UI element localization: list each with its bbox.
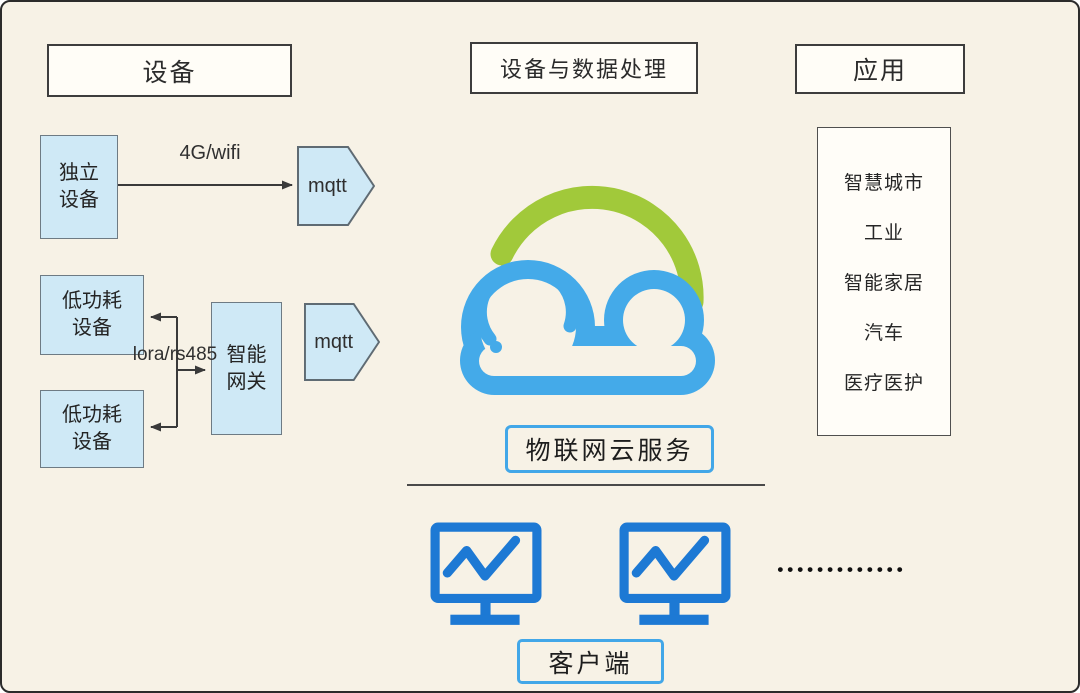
standalone-device-box: 独立 设备 [40, 135, 118, 239]
mqtt-node-2: mqtt [304, 302, 380, 382]
client-badge: 客户端 [517, 639, 664, 684]
separator-line [407, 484, 765, 486]
low-power-device-box-2: 低功耗 设备 [40, 390, 144, 468]
mqtt-label-1: mqtt [307, 174, 347, 197]
header-devices: 设备 [47, 44, 292, 97]
label-lora-rs485: lora/rs485 [132, 344, 218, 365]
app-item-medical: 医疗医护 [843, 373, 924, 394]
applications-panel: 智慧城市 工业 智能家居 汽车 医疗医护 [817, 127, 951, 436]
app-item-smart-home: 智能家居 [843, 273, 924, 294]
app-item-automotive: 汽车 [863, 323, 904, 344]
app-item-industry: 工业 [863, 223, 904, 244]
cloud-icon [460, 185, 715, 395]
header-processing: 设备与数据处理 [470, 42, 698, 94]
monitor-icon [619, 522, 731, 625]
mqtt-arrow-shape [297, 146, 375, 226]
mqtt-label-2: mqtt [314, 330, 354, 353]
dots-ellipsis: ••••••••••••• [777, 560, 907, 579]
app-item-smart-city: 智慧城市 [843, 173, 924, 194]
gateway-box: 智能 网关 [211, 302, 282, 435]
mqtt-node-1: mqtt [297, 146, 375, 226]
mqtt-arrow-shape [304, 303, 380, 381]
label-4g-wifi: 4G/wifi [179, 142, 241, 164]
cloud-service-badge: 物联网云服务 [505, 425, 714, 473]
low-power-device-box-1: 低功耗 设备 [40, 275, 144, 355]
header-applications: 应用 [795, 44, 965, 94]
monitor-icon [430, 522, 542, 625]
